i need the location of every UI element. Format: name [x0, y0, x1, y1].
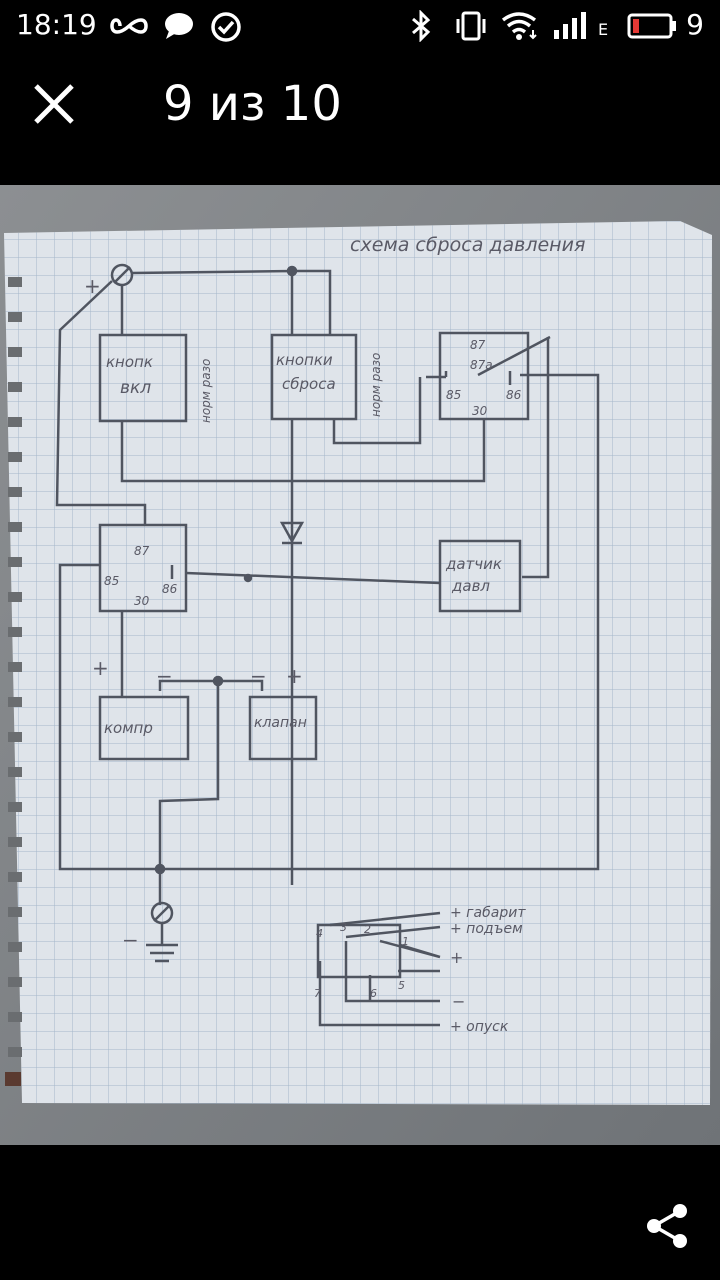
check-circle-icon	[211, 12, 241, 42]
spiral-holes	[5, 277, 22, 1086]
viewer-header: 9 из 10	[0, 52, 720, 160]
label-relay-mid-87: 87	[134, 544, 150, 558]
label-pin-7: 7	[314, 987, 321, 1000]
label-relay-mid-86: 86	[162, 582, 178, 596]
viewer-footer	[0, 1145, 720, 1280]
battery-level-text: 9	[686, 8, 704, 41]
share-icon[interactable]	[642, 1201, 692, 1251]
label-valve-plus: +	[286, 664, 303, 688]
vibrate-icon	[456, 11, 486, 41]
wiring-diagram	[55, 263, 600, 1027]
label-btn-reset-1: кнопки	[276, 351, 333, 369]
label-norm-open-1: норм разо	[199, 359, 213, 423]
image-counter: 9 из 10	[163, 76, 342, 132]
label-relay-top-85: 85	[446, 388, 461, 402]
label-out-opusk: + опуск	[450, 1019, 509, 1035]
label-relay-top-87: 87	[470, 338, 486, 352]
label-sensor-2: давл	[451, 577, 490, 595]
label-pin-1: 1	[402, 935, 409, 948]
label-relay-mid-30: 30	[134, 594, 150, 608]
label-btn-on-1: кнопк	[106, 353, 153, 371]
label-compressor-minus: −	[156, 664, 173, 688]
diagram-title: схема сброса давления	[350, 234, 585, 256]
label-pin-3: 3	[340, 921, 347, 934]
label-out-gabarit: + габарит	[450, 905, 526, 921]
close-icon[interactable]	[30, 80, 78, 128]
label-pin-6: 6	[370, 987, 377, 1000]
wifi-icon	[501, 12, 537, 40]
label-relay-top-87a: 87а	[470, 358, 493, 372]
infinity-icon	[110, 18, 148, 34]
label-relay-top-30: 30	[472, 404, 488, 418]
label-valve: клапан	[254, 715, 307, 731]
label-compressor-plus: +	[92, 656, 109, 680]
label-relay-top-86: 86	[506, 388, 522, 402]
label-out-minus: −	[452, 992, 465, 1011]
label-ground-minus: −	[122, 928, 139, 952]
bluetooth-icon	[412, 10, 431, 42]
photo-image[interactable]: схема сброса давления кнопк вкл кнопки с…	[0, 185, 720, 1145]
label-compressor: компр	[104, 719, 153, 737]
label-out-podem: + подъем	[450, 921, 523, 937]
battery-low-icon	[627, 13, 676, 39]
label-sensor-1: датчик	[445, 555, 502, 573]
signal-icon	[554, 12, 586, 39]
label-btn-on-2: вкл	[120, 378, 151, 398]
chat-bubble-icon	[165, 13, 193, 39]
status-time: 18:19	[16, 8, 97, 41]
label-top-plus: +	[84, 274, 101, 298]
label-relay-mid-85: 85	[104, 574, 119, 588]
label-out-plus: +	[450, 948, 463, 967]
network-type-label: E	[598, 20, 609, 39]
status-bar: 18:19 E 9	[0, 0, 720, 52]
label-pin-5: 5	[398, 979, 405, 992]
label-valve-minus: −	[250, 664, 267, 688]
notebook-paper	[4, 221, 712, 1105]
label-pin-2: 2	[364, 923, 371, 936]
label-btn-reset-2: сброса	[282, 375, 336, 393]
label-pin-4: 4	[316, 927, 323, 940]
label-norm-open-2: норм разо	[369, 353, 383, 417]
